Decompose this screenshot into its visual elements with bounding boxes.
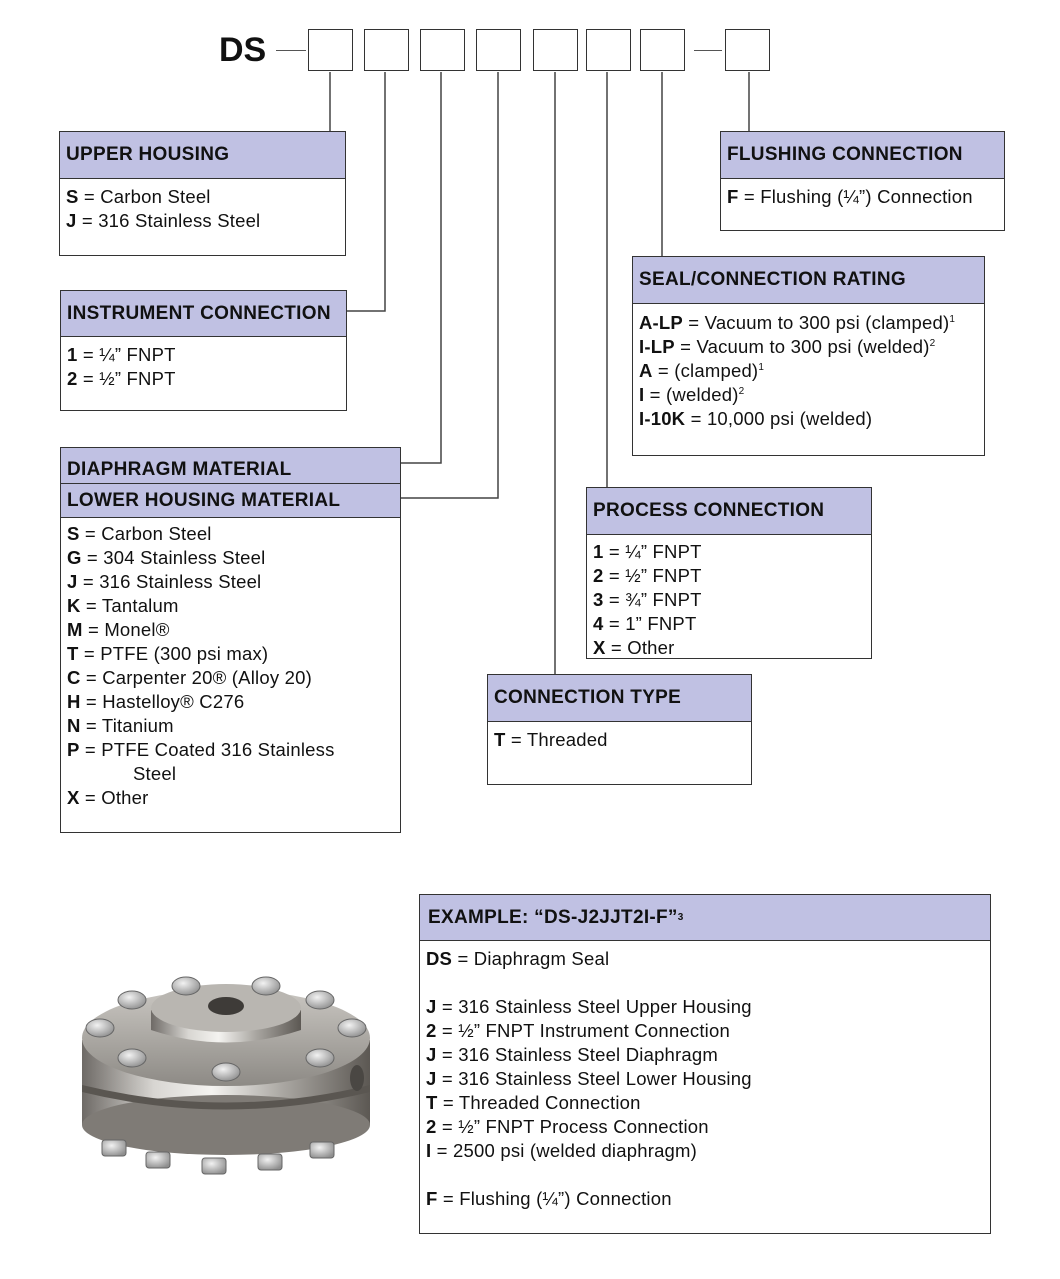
option-row: I-10K = 10,000 psi (welded)	[639, 408, 873, 429]
option-row: 2 = ½” FNPT	[593, 565, 702, 586]
example-title: EXAMPLE: “DS-J2JJT2I-F”3	[420, 895, 990, 941]
option-row: I = (welded)2	[639, 384, 745, 405]
option-row: A-LP = Vacuum to 300 psi (clamped)1	[639, 312, 956, 333]
instrument-connection-options: 1 = ¼” FNPT 2 = ½” FNPT	[61, 337, 346, 391]
code-slot-instrument-connection	[364, 29, 409, 71]
example-spacer	[426, 1163, 984, 1187]
upper-housing-options: S = Carbon Steel J = 316 Stainless Steel	[60, 179, 345, 233]
option-row: N = Titanium	[67, 715, 174, 736]
instrument-connection-title: INSTRUMENT CONNECTION	[61, 291, 346, 337]
example-line: DS = Diaphragm Seal	[426, 948, 610, 969]
option-row: G = 304 Stainless Steel	[67, 547, 266, 568]
upper-housing-box: UPPER HOUSING S = Carbon Steel J = 316 S…	[59, 131, 346, 256]
upper-housing-title: UPPER HOUSING	[60, 132, 345, 179]
option-row: I-LP = Vacuum to 300 psi (welded)2	[639, 336, 936, 357]
example-line: J = 316 Stainless Steel Diaphragm	[426, 1044, 718, 1065]
seal-rating-box: SEAL/CONNECTION RATING A-LP = Vacuum to …	[632, 256, 985, 456]
example-box: EXAMPLE: “DS-J2JJT2I-F”3 DS = Diaphragm …	[419, 894, 991, 1234]
model-code-prefix: DS	[219, 31, 267, 69]
option-row: 1 = ¼” FNPT	[593, 541, 702, 562]
example-lines: DS = Diaphragm Seal J = 316 Stainless St…	[420, 941, 990, 1211]
option-row: P = PTFE Coated 316 Stainless	[67, 739, 335, 760]
seal-rating-options: A-LP = Vacuum to 300 psi (clamped)1 I-LP…	[633, 304, 984, 431]
connection-type-options: T = Threaded	[488, 722, 751, 752]
option-row: H = Hastelloy® C276	[67, 691, 245, 712]
option-row: J = 316 Stainless Steel	[66, 210, 261, 231]
flushing-connection-options: F = Flushing (¼”) Connection	[721, 179, 1004, 209]
option-row: J = 316 Stainless Steel	[67, 571, 262, 592]
code-slot-upper-housing	[308, 29, 353, 71]
option-row: 4 = 1” FNPT	[593, 613, 697, 634]
option-row: S = Carbon Steel	[66, 186, 211, 207]
example-line: I = 2500 psi (welded diaphragm)	[426, 1140, 698, 1161]
example-line: T = Threaded Connection	[426, 1092, 641, 1113]
option-row: M = Monel®	[67, 619, 170, 640]
diaphragm-material-box: DIAPHRAGM MATERIAL LOWER HOUSING MATERIA…	[60, 447, 401, 833]
option-row: 1 = ¼” FNPT	[67, 344, 176, 365]
example-line: 2 = ½” FNPT Process Connection	[426, 1116, 709, 1137]
lower-housing-material-title: LOWER HOUSING MATERIAL	[61, 484, 400, 518]
example-line: J = 316 Stainless Steel Lower Housing	[426, 1068, 752, 1089]
code-slot-seal-rating	[640, 29, 685, 71]
code-slot-lower-housing-material	[476, 29, 521, 71]
example-line: J = 316 Stainless Steel Upper Housing	[426, 996, 752, 1017]
option-row: C = Carpenter 20® (Alloy 20)	[67, 667, 312, 688]
option-row: S = Carbon Steel	[67, 523, 212, 544]
diaphragm-material-title: DIAPHRAGM MATERIAL	[61, 448, 400, 484]
instrument-connection-box: INSTRUMENT CONNECTION 1 = ¼” FNPT 2 = ½”…	[60, 290, 347, 411]
seal-rating-title: SEAL/CONNECTION RATING	[633, 257, 984, 304]
option-row: T = Threaded	[494, 729, 608, 750]
code-dash	[694, 50, 722, 51]
connection-type-box: CONNECTION TYPE T = Threaded	[487, 674, 752, 785]
option-row: X = Other	[67, 787, 149, 808]
option-row: T = PTFE (300 psi max)	[67, 643, 269, 664]
code-dash	[276, 50, 306, 51]
code-slot-diaphragm-material	[420, 29, 465, 71]
code-slot-connection-type	[533, 29, 578, 71]
code-slot-flushing-connection	[725, 29, 770, 71]
flushing-connection-box: FLUSHING CONNECTION F = Flushing (¼”) Co…	[720, 131, 1005, 231]
option-row-continuation: Steel	[133, 763, 177, 784]
process-connection-box: PROCESS CONNECTION 1 = ¼” FNPT 2 = ½” FN…	[586, 487, 872, 659]
option-row: X = Other	[593, 637, 675, 658]
diaphragm-seal-photo	[82, 976, 370, 1175]
option-row: K = Tantalum	[67, 595, 179, 616]
option-row: 2 = ½” FNPT	[67, 368, 176, 389]
option-row: 3 = ¾” FNPT	[593, 589, 702, 610]
material-options: S = Carbon Steel G = 304 Stainless Steel…	[61, 518, 400, 810]
code-slot-process-connection	[586, 29, 631, 71]
process-connection-options: 1 = ¼” FNPT 2 = ½” FNPT 3 = ¾” FNPT 4 = …	[587, 535, 871, 660]
example-spacer	[426, 971, 984, 995]
option-row: F = Flushing (¼”) Connection	[727, 186, 973, 207]
example-line: 2 = ½” FNPT Instrument Connection	[426, 1020, 730, 1041]
flushing-connection-title: FLUSHING CONNECTION	[721, 132, 1004, 179]
connection-type-title: CONNECTION TYPE	[488, 675, 751, 722]
example-line: F = Flushing (¼”) Connection	[426, 1188, 672, 1209]
process-connection-title: PROCESS CONNECTION	[587, 488, 871, 535]
option-row: A = (clamped)1	[639, 360, 765, 381]
